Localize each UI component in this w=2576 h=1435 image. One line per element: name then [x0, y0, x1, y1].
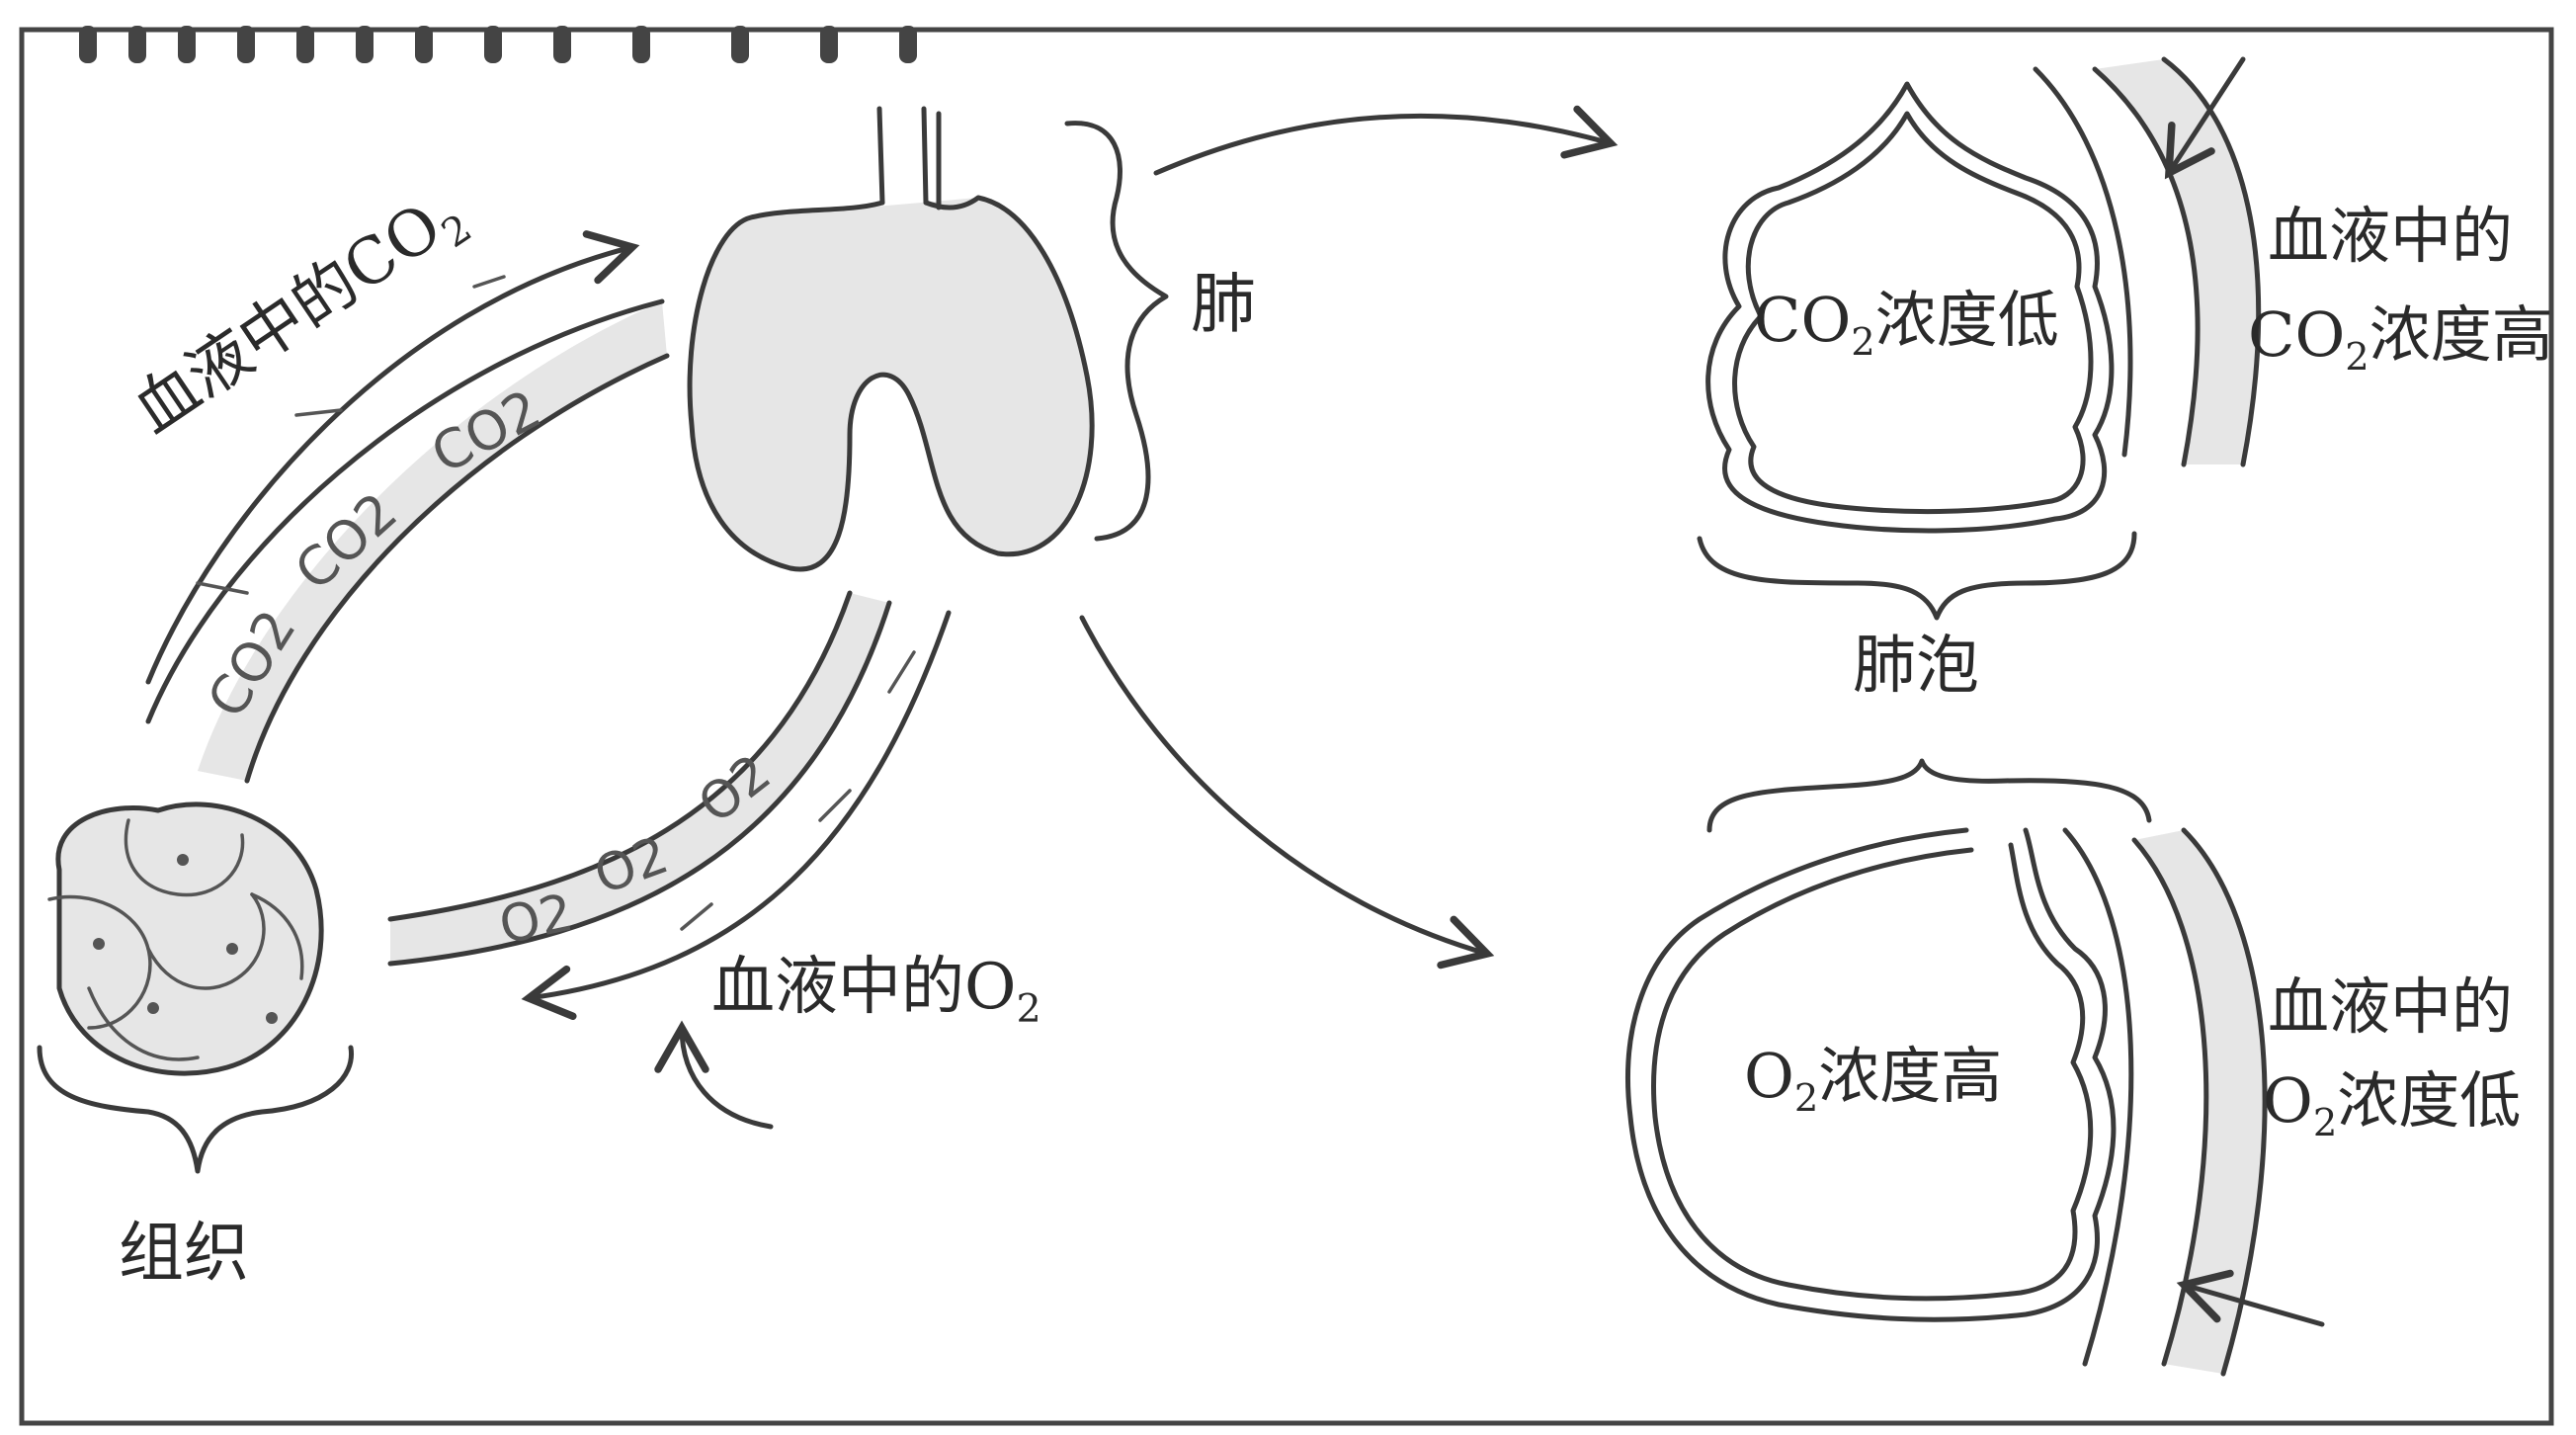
tissue-brace: [37, 1045, 355, 1174]
blood-o2-low-label-line2: O2浓度低: [2263, 1064, 2521, 1145]
blood-o2-low-label-line1: 血液中的: [2268, 971, 2513, 1043]
alveolus-o2-brace: [1706, 758, 2152, 833]
tissue-cells-icon: [47, 802, 324, 1076]
alveolus-brace: [1697, 531, 2137, 621]
arrow-to-alveolus-co2: [1153, 105, 1619, 176]
lungs-icon: [687, 106, 1095, 572]
o2-blood-vessel: [387, 590, 952, 1130]
lung-label: 肺: [1191, 266, 1256, 342]
notebook-spiral-decoration: [79, 26, 917, 63]
alveolus-o2-high-label: O2浓度高: [1744, 1040, 2002, 1121]
co2-blood-vessel: [145, 230, 670, 784]
tissue-label: 组织: [119, 1215, 249, 1291]
alveolus-co2-low-label: CO2浓度低: [1754, 284, 2059, 365]
lung-brace: [1064, 121, 1169, 542]
co2-vessel-marks: CO2 CO2 CO2: [196, 378, 551, 728]
blood-o2-label: 血液中的O2: [711, 951, 1041, 1032]
blood-co2-high-label-line1: 血液中的: [2268, 200, 2513, 272]
blood-co2-high-label-line2: CO2浓度高: [2248, 298, 2553, 380]
alveolus-o2-illustration: [1625, 827, 2325, 1377]
blood-co2-label: 血液中的CO2: [122, 176, 480, 455]
alveolus-label: 肺泡: [1853, 630, 1979, 703]
diagram-frame: [19, 27, 2554, 1426]
alveolus-co2-illustration: [1705, 56, 2262, 534]
arrow-to-alveolus-o2: [1079, 615, 1495, 970]
